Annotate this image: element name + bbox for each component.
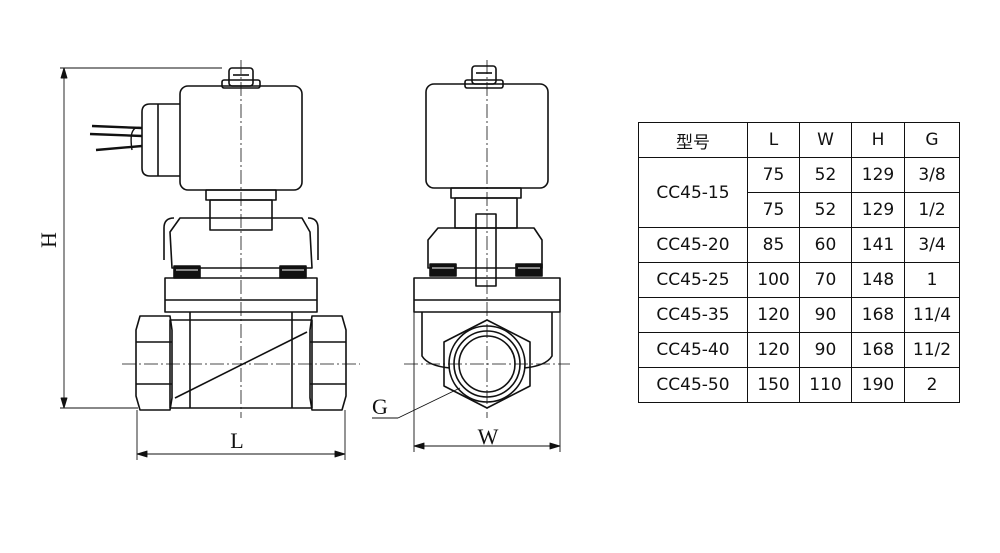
l-cell: 150 — [747, 367, 800, 403]
h-cell: 168 — [851, 297, 905, 333]
h-cell: 129 — [851, 157, 905, 193]
g-cell: 1 — [904, 262, 960, 298]
dimension-label-w: W — [478, 424, 499, 449]
dimension-label-l: L — [230, 428, 243, 453]
leader-label-g: G — [372, 394, 388, 419]
h-cell: 148 — [851, 262, 905, 298]
valve-technical-drawing: H L — [36, 60, 570, 460]
l-cell: 75 — [747, 157, 800, 193]
h-cell: 190 — [851, 367, 905, 403]
table-row: CC45-35 120 90 168 11/4 — [638, 297, 960, 333]
model-cell: CC45-15 — [638, 157, 748, 228]
spec-table: 型号 L W H G CC45-15 75 52 129 3/8 75 52 1… — [638, 122, 960, 403]
g-cell: 3/4 — [904, 227, 960, 263]
w-cell: 110 — [799, 367, 852, 403]
w-cell: 90 — [799, 297, 852, 333]
w-cell: 52 — [799, 157, 852, 193]
table-row: CC45-20 85 60 141 3/4 — [638, 227, 960, 263]
model-cell: CC45-25 — [638, 262, 748, 298]
dimension-w — [413, 312, 561, 452]
dimension-l — [136, 410, 346, 460]
model-cell: CC45-50 — [638, 367, 748, 403]
w-cell: 90 — [799, 332, 852, 368]
header-model: 型号 — [638, 122, 748, 158]
l-cell: 75 — [747, 192, 800, 228]
g-cell: 2 — [904, 367, 960, 403]
w-cell: 70 — [799, 262, 852, 298]
l-cell: 120 — [747, 297, 800, 333]
g-cell: 11/2 — [904, 332, 960, 368]
w-cell: 52 — [799, 192, 852, 228]
leader-g — [372, 387, 461, 419]
g-cell: 11/4 — [904, 297, 960, 333]
table-header-row: 型号 L W H G — [638, 122, 960, 158]
w-cell: 60 — [799, 227, 852, 263]
table-row: CC45-50 150 110 190 2 — [638, 367, 960, 403]
header-w: W — [799, 122, 852, 158]
table-row: CC45-25 100 70 148 1 — [638, 262, 960, 298]
l-cell: 100 — [747, 262, 800, 298]
model-cell: CC45-40 — [638, 332, 748, 368]
front-view — [89, 60, 360, 418]
model-cell: CC45-35 — [638, 297, 748, 333]
g-cell: 1/2 — [904, 192, 960, 228]
dimension-label-h: H — [36, 232, 61, 248]
h-cell: 141 — [851, 227, 905, 263]
table-row: CC45-40 120 90 168 11/2 — [638, 332, 960, 368]
h-cell: 129 — [851, 192, 905, 228]
model-cell: CC45-20 — [638, 227, 748, 263]
header-l: L — [747, 122, 800, 158]
g-cell: 3/8 — [904, 157, 960, 193]
header-g: G — [904, 122, 960, 158]
dimension-h — [60, 67, 222, 409]
header-h: H — [851, 122, 905, 158]
table-row: CC45-15 75 52 129 3/8 — [638, 157, 960, 228]
h-cell: 168 — [851, 332, 905, 368]
side-view — [404, 60, 570, 418]
l-cell: 120 — [747, 332, 800, 368]
l-cell: 85 — [747, 227, 800, 263]
